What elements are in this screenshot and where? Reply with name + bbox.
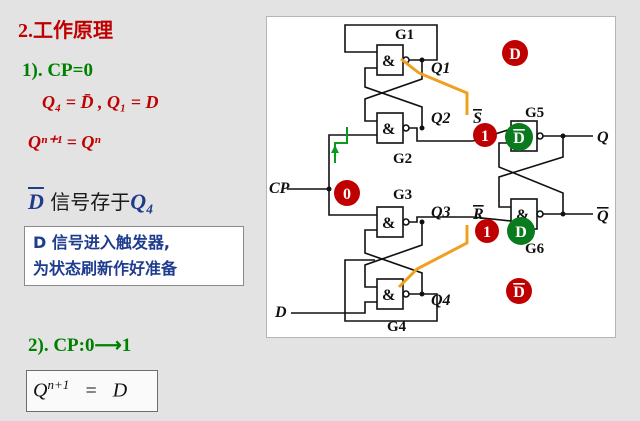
marker-dbar-bottom: D <box>506 278 532 304</box>
wire-g6-to-g5 <box>498 142 564 214</box>
wire-g4-to-g3 <box>364 229 423 294</box>
label-g5: G5 <box>525 105 544 121</box>
path-q1-highlight <box>400 57 469 115</box>
wire-g4-feedback <box>344 259 438 322</box>
gate-g2-bubble <box>402 124 410 132</box>
circuit-svg: & & & & & & G1 G2 G3 G4 G5 G6 Q1 Q2 Q3 Q… <box>269 24 609 335</box>
cp-rising-edge-icon <box>334 127 348 163</box>
label-g2: G2 <box>393 151 412 167</box>
gate-g2-symbol: & <box>382 121 395 138</box>
circuit-diagram: & & & & & & G1 G2 G3 G4 G5 G6 Q1 Q2 Q3 Q… <box>266 16 616 338</box>
wire-r-to-g6 <box>472 216 512 222</box>
formula-box: Qn+1 = D <box>26 370 158 412</box>
case2-label: 2). CP:0⟶1 <box>28 335 132 356</box>
label-g3: G3 <box>393 187 412 203</box>
wire-g1-feedback <box>344 24 438 61</box>
junction-q <box>560 133 566 139</box>
label-qbar-output: Q <box>597 208 609 225</box>
store-text: 信号存于 <box>43 190 131 214</box>
gate-g3-bubble <box>402 218 410 226</box>
label-g4: G4 <box>387 319 407 335</box>
note-line-2: 为状态刷新作好准备 <box>33 259 178 278</box>
wire-cp-up <box>287 134 377 190</box>
label-g1: G1 <box>395 27 414 43</box>
label-q1: Q1 <box>431 60 451 77</box>
marker-d-g6: D <box>507 217 535 245</box>
marker-d-top: D <box>502 40 528 66</box>
gate-g1-symbol: & <box>382 53 395 70</box>
wire-r-bar <box>409 216 473 223</box>
marker-d-g6-text: D <box>515 224 527 241</box>
case1-label: 1). CP=0 <box>22 60 93 81</box>
label-r-bar: R <box>472 206 484 223</box>
label-q-output: Q <box>597 129 609 146</box>
junction-q4 <box>419 291 425 297</box>
gate-g5-bubble <box>536 132 544 140</box>
marker-s-one-text: 1 <box>481 128 489 145</box>
label-g6: G6 <box>525 241 545 257</box>
label-q2: Q2 <box>431 110 451 127</box>
junction-cp <box>326 186 332 192</box>
formula-rhs: D <box>112 379 128 402</box>
marker-r-one-text: 1 <box>483 224 491 241</box>
wire-cp-down <box>328 189 377 216</box>
wire-d-input <box>291 301 377 314</box>
gate-g6-bubble <box>536 210 544 218</box>
d-stored-statement: D 信号存于Q₄ <box>28 186 154 215</box>
junction-qbar <box>560 211 566 217</box>
label-q4: Q4 <box>431 292 451 309</box>
wire-g2-to-g1 <box>364 67 423 128</box>
marker-cp-zero-text: 0 <box>343 186 351 203</box>
gate-g3-symbol: & <box>382 215 395 232</box>
note-line-1: D 信号进入触发器, <box>33 233 170 252</box>
marker-dbar-g5-text: D <box>513 130 525 147</box>
junction-q2 <box>419 125 425 131</box>
marker-cp-zero: 0 <box>334 180 360 206</box>
formula-equals: = <box>84 379 98 402</box>
section-heading: 2.工作原理 <box>18 20 113 42</box>
gate-g4-symbol: & <box>382 287 395 304</box>
wire-g3-to-g4 <box>364 222 423 288</box>
note-box: D 信号进入触发器, 为状态刷新作好准备 <box>24 226 244 286</box>
formula-sup: n+1 <box>47 377 70 392</box>
d-bar-symbol: D <box>28 189 44 214</box>
q4-symbol: Q₄ <box>130 189 154 214</box>
marker-d-top-text: D <box>509 46 521 63</box>
equation-qn1: Qⁿ⁺¹ = Qⁿ <box>28 132 101 152</box>
path-q4-highlight <box>397 225 469 289</box>
marker-dbar-g5: D <box>505 123 533 151</box>
wire-g5-to-g6 <box>498 136 564 208</box>
marker-r-one: 1 <box>475 219 499 243</box>
marker-s-one: 1 <box>473 123 497 147</box>
label-s-bar: S <box>473 110 482 127</box>
gate-g4-bubble <box>402 290 410 298</box>
junction-q3 <box>419 219 425 225</box>
junction-q1 <box>419 57 425 63</box>
formula-q: Q <box>33 379 48 402</box>
label-d-input: D <box>274 304 287 321</box>
equation-q4-q1: Q₄ = D̄ , Q₁ = D <box>42 92 159 112</box>
label-cp: CP <box>269 180 290 197</box>
label-q3: Q3 <box>431 204 451 221</box>
marker-dbar-bottom-text: D <box>513 284 525 301</box>
wire-s-bar <box>409 127 473 142</box>
cp-arrow-head-icon <box>331 145 339 153</box>
